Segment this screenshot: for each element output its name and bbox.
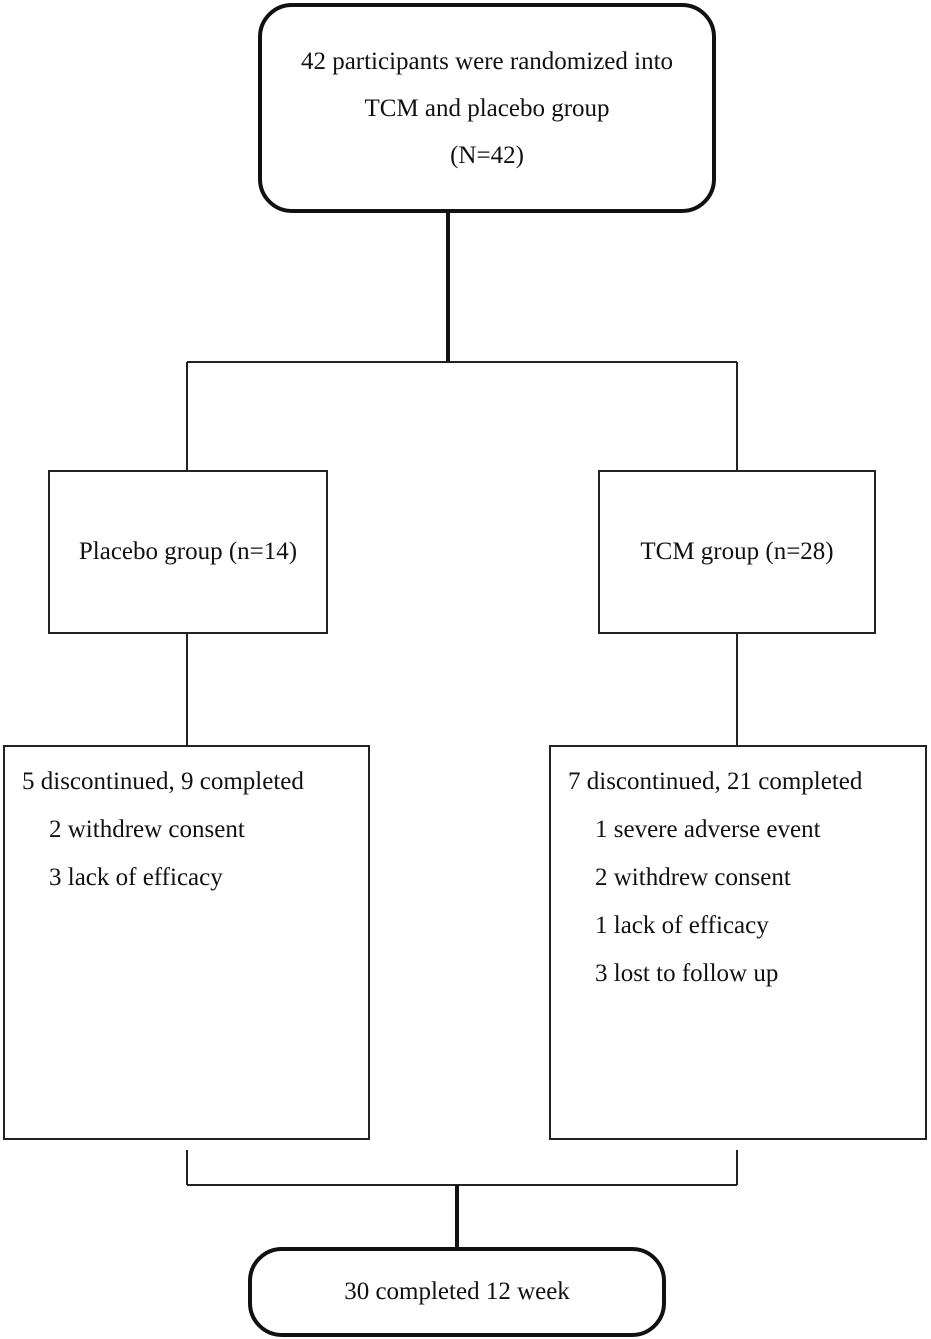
tcm-group-box: TCM group (n=28)	[598, 470, 876, 634]
randomization-line-1: 42 participants were randomized into	[300, 47, 674, 75]
randomization-box: 42 participants were randomized into TCM…	[258, 3, 716, 213]
tcm-group-label: TCM group (n=28)	[640, 538, 834, 565]
randomization-line-3: (N=42)	[450, 141, 524, 169]
randomization-line-2: TCM and placebo group	[364, 94, 610, 122]
tcm-reason-item: 1 lack of efficacy	[595, 912, 769, 939]
placebo-outcome-summary: 5 discontinued, 9 completed	[22, 768, 304, 795]
placebo-group-label: Placebo group (n=14)	[78, 538, 298, 565]
placebo-reason-item: 3 lack of efficacy	[49, 864, 223, 891]
tcm-reason-item: 1 severe adverse event	[595, 816, 821, 843]
placebo-reason-item: 2 withdrew consent	[49, 816, 245, 843]
completion-label: 30 completed 12 week	[344, 1278, 570, 1305]
placebo-outcome-box: 5 discontinued, 9 completed 2 withdrew c…	[3, 745, 370, 1140]
completion-box: 30 completed 12 week	[248, 1247, 666, 1337]
tcm-outcome-summary: 7 discontinued, 21 completed	[568, 768, 863, 795]
tcm-reason-item: 3 lost to follow up	[595, 960, 779, 987]
tcm-outcome-box: 7 discontinued, 21 completed 1 severe ad…	[549, 745, 927, 1140]
tcm-reason-item: 2 withdrew consent	[595, 864, 791, 891]
placebo-group-box: Placebo group (n=14)	[48, 470, 328, 634]
